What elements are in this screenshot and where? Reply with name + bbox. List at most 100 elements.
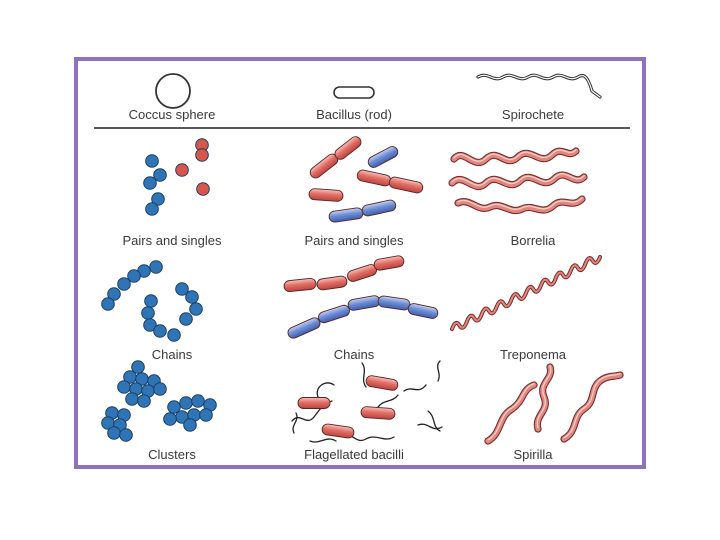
bacilli-groups (283, 136, 443, 443)
figure-frame: Coccus sphere Bacillus (rod) Spirochete … (74, 57, 646, 469)
bacillus-cell (287, 317, 321, 339)
bacillus-cell (361, 199, 397, 217)
rod-body (388, 176, 424, 194)
bacillus-cell (360, 406, 396, 420)
coccus-cell (101, 297, 115, 311)
coccus-cell (196, 182, 210, 196)
coccus-cell (167, 328, 181, 342)
label-cocci-pairs: Pairs and singles (122, 233, 222, 248)
coccus-cell (143, 176, 157, 190)
bacilli-pairs-singles (308, 136, 424, 223)
bacteria-diagram (94, 73, 630, 445)
rod-body (373, 255, 405, 271)
bacillus-cell (347, 264, 377, 282)
coccus-cell (199, 408, 213, 422)
bacilli-chains (283, 255, 439, 339)
bacillus-cell (283, 277, 317, 293)
borrelia-cell-body (451, 148, 579, 165)
rod-body (297, 397, 331, 409)
header-label-coccus: Coccus sphere (128, 107, 216, 122)
coccus-cell (167, 400, 181, 414)
spirillum-cell-highlight (487, 383, 535, 441)
coccus-cell (179, 312, 193, 326)
bacillus-cell (321, 423, 355, 439)
label-treponema: Treponema (500, 347, 566, 362)
coccus-cell (153, 382, 167, 396)
borrelia-cell-highlight (457, 197, 583, 210)
borrelia-cell-body (455, 196, 585, 213)
rod-body (316, 275, 348, 291)
coccus-cell (145, 202, 159, 216)
rod-body (367, 146, 399, 168)
coccus-cell (125, 392, 139, 406)
coccus-cell (191, 394, 205, 408)
bacillus-cell (318, 304, 350, 324)
coccus-sphere-icon (155, 73, 191, 109)
label-spirilla: Spirilla (513, 447, 553, 462)
spirochete-groups (448, 147, 624, 445)
coccus-cell (131, 360, 145, 374)
bacillus-cell (316, 275, 348, 291)
rod-body (407, 303, 439, 319)
cocci-pairs-singles (143, 138, 210, 216)
rod-body (287, 317, 321, 339)
borrelia-cell-highlight (451, 173, 585, 186)
spirillum-cell-highlight (563, 373, 621, 439)
rod-body (377, 295, 411, 311)
bacillus-cell (367, 146, 399, 168)
coccus-cell (119, 428, 133, 442)
rod-body (321, 423, 355, 439)
rod-body (361, 199, 397, 217)
bacillus-cell (308, 188, 344, 202)
rod-body (360, 406, 396, 420)
coccus-cell (195, 148, 209, 162)
borrelia-cell-body (449, 172, 587, 189)
cocci-chains (101, 260, 203, 342)
bacillus-cell (365, 375, 399, 391)
coccus-cell (179, 396, 193, 410)
rod-body (347, 295, 381, 311)
header-label-spirochete: Spirochete (501, 107, 565, 122)
coccus-cell (153, 168, 167, 182)
rod-body (318, 304, 350, 324)
rod-body (283, 277, 317, 293)
bacillus-cell (356, 169, 392, 187)
bacillus-cell (328, 207, 364, 223)
treponema-cell-body (451, 256, 601, 330)
coccus-cell (107, 426, 121, 440)
rod-body (308, 188, 344, 202)
coccus-cell (144, 294, 158, 308)
coccus-cell (143, 318, 157, 332)
rod-body (365, 375, 399, 391)
label-bacilli-chains: Chains (333, 347, 375, 362)
coccus-cell (117, 277, 131, 291)
coccus-cell (149, 260, 163, 274)
coccus-cell (175, 282, 189, 296)
coccus-cell (163, 412, 177, 426)
cocci-groups (101, 138, 217, 442)
spirilla-group (484, 363, 624, 445)
rod-body (356, 169, 392, 187)
borrelia-cell-highlight (453, 149, 577, 162)
treponema-group (450, 255, 602, 331)
label-cocci-chains: Chains (151, 347, 193, 362)
label-borrelia: Borrelia (510, 233, 556, 248)
coccus-cell (185, 290, 199, 304)
bacillus-cell (334, 136, 362, 160)
coccus-cell (189, 302, 203, 316)
coccus-cell (127, 269, 141, 283)
coccus-cell (175, 163, 189, 177)
cocci-clusters (101, 360, 217, 442)
label-bacilli-pairs: Pairs and singles (304, 233, 404, 248)
bacilli-flagellated (291, 360, 443, 443)
bacillus-cell (347, 295, 381, 311)
label-cocci-clusters: Clusters (148, 447, 196, 462)
coccus-cell (183, 418, 197, 432)
borrelia-group (448, 147, 588, 214)
coccus-cell (151, 192, 165, 206)
rod-body (334, 136, 362, 160)
coccus-cell (137, 394, 151, 408)
label-flagellated-bacilli: Flagellated bacilli (304, 447, 404, 462)
bacillus-cell (377, 295, 411, 311)
coccus-cell (117, 380, 131, 394)
